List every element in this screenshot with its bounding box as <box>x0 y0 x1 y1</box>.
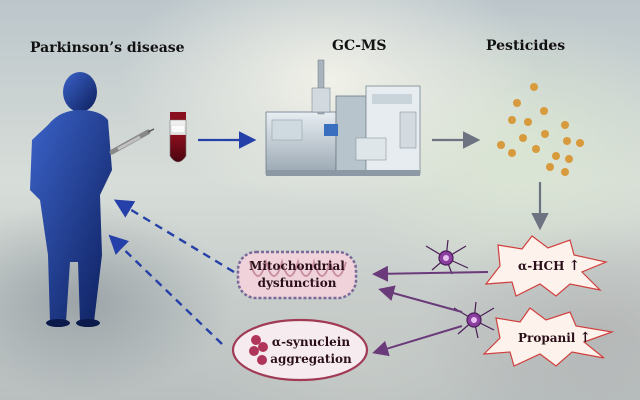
pesticide-particles <box>497 83 584 176</box>
arrow-neuron-to-synuclein <box>372 325 463 357</box>
gcms-instrument-icon <box>265 59 421 176</box>
mito-label: Mitochondrial dysfunction <box>240 258 354 292</box>
alpha-hch-label: α-HCH ↑ <box>518 258 588 275</box>
neuron-icon <box>453 301 495 339</box>
mito-label-line1: Mitochondrial <box>249 259 345 273</box>
arrow-neuron-to-mito <box>378 285 463 313</box>
pesticides-title: Pesticides <box>486 38 566 54</box>
mito-label-line2: dysfunction <box>257 276 337 290</box>
synuclein-label-line1: α-synuclein <box>271 335 351 349</box>
propanil-burst <box>482 307 615 367</box>
mitochondria-icon <box>236 250 358 300</box>
alpha-hch-burst <box>484 235 608 297</box>
arrow-hch-to-mito <box>372 265 489 282</box>
propanil-label: Propanil ↑ <box>518 330 598 347</box>
gcms-title: GC-MS <box>332 38 387 54</box>
alpha-hch-text: α-HCH <box>518 259 565 273</box>
syringe-icon <box>109 128 155 155</box>
synuclein-label: α-synuclein aggregation <box>266 334 356 368</box>
patient-silhouette-icon <box>30 72 112 327</box>
blood-sample-tube-icon <box>169 112 187 163</box>
arrow-synuclein-to-patient <box>108 234 223 345</box>
propanil-text: Propanil <box>518 331 576 345</box>
parkinsons-title: Parkinson’s disease <box>30 40 185 56</box>
arrow-mito-to-patient <box>113 199 235 274</box>
neuron-icon <box>425 239 469 275</box>
increase-arrow-icon: ↑ <box>568 258 581 274</box>
synuclein-aggregation-node <box>231 318 369 382</box>
synuclein-label-line2: aggregation <box>270 352 352 366</box>
increase-arrow-icon: ↑ <box>579 330 592 346</box>
